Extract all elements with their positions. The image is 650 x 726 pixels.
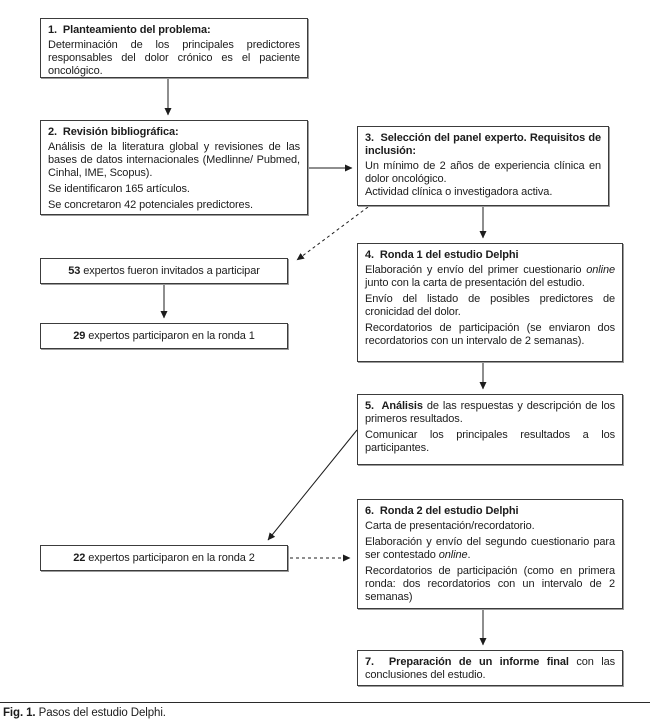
step-4-title: 4. Ronda 1 del estudio Delphi bbox=[365, 249, 519, 261]
flow-step-1-problem: 1. Planteamiento del problema: Determina… bbox=[40, 18, 308, 78]
flow-step-2-literature-review: 2. Revisión bibliográfica: Análisis de l… bbox=[40, 120, 308, 215]
step-6-p2-post: . bbox=[467, 549, 471, 561]
step-3-title: 3. Selección del panel experto. Requisit… bbox=[365, 132, 601, 157]
experts-round2-text: 22 expertos participaron en la ronda 2 bbox=[73, 552, 255, 565]
experts-invited-box: 53 expertos fueron invitados a participa… bbox=[40, 258, 288, 284]
step-2-paragraph-3: Se concretaron 42 potenciales predictore… bbox=[48, 199, 253, 211]
step-3-paragraph-2: Actividad clínica o investigadora activa… bbox=[365, 186, 553, 198]
step-2-paragraph-2: Se identificaron 165 artículos. bbox=[48, 183, 190, 195]
experts-round1-text: 29 expertos participaron en la ronda 1 bbox=[73, 330, 255, 343]
flow-step-6-delphi-round-2: 6. Ronda 2 del estudio Delphi Carta de p… bbox=[357, 499, 623, 609]
step-4-p1-online: online bbox=[586, 264, 615, 276]
step-6-paragraph-3: Recordatorios de participación (como en … bbox=[365, 565, 615, 603]
step-6-p2-pre: Elaboración y envío del segundo cuestion… bbox=[365, 536, 615, 561]
step-3-paragraph-1: Un mínimo de 2 años de experiencia clíni… bbox=[365, 160, 601, 185]
flow-step-4-delphi-round-1: 4. Ronda 1 del estudio Delphi Elaboració… bbox=[357, 243, 623, 362]
experts-invited-count: 53 bbox=[68, 264, 81, 277]
step-2-title: 2. Revisión bibliográfica: bbox=[48, 126, 179, 138]
step-4-paragraph-1: Elaboración y envío del primer cuestiona… bbox=[365, 264, 615, 290]
caption-divider bbox=[0, 702, 650, 703]
step-2-paragraph-1: Análisis de la literatura global y revis… bbox=[48, 141, 300, 179]
experts-round2-label: expertos participaron en la ronda 2 bbox=[85, 551, 255, 564]
step-6-title: 6. Ronda 2 del estudio Delphi bbox=[365, 505, 519, 517]
step-1-title: 1. Planteamiento del problema: bbox=[48, 24, 211, 36]
step-5-title-line: 5. Análisis de las respuestas y descripc… bbox=[365, 400, 615, 426]
flow-step-5-analysis: 5. Análisis de las respuestas y descripc… bbox=[357, 394, 623, 465]
step-7-text: 7. Preparación de un informe final con l… bbox=[365, 656, 615, 682]
step-1-body: Determinación de los principales predict… bbox=[48, 39, 300, 77]
step-4-p1-pre: Elaboración y envío del primer cuestiona… bbox=[365, 264, 587, 276]
figure-caption: Fig. 1. Pasos del estudio Delphi. bbox=[3, 707, 166, 719]
step-6-paragraph-1: Carta de presentación/recordatorio. bbox=[365, 520, 535, 532]
arrow-step5-to-round2 bbox=[267, 429, 358, 541]
arrow-step3-to-invited-dashed bbox=[296, 206, 369, 261]
experts-round1-box: 29 expertos participaron en la ronda 1 bbox=[40, 323, 288, 349]
figure-caption-label: Fig. 1. bbox=[3, 707, 36, 719]
step-5-title-rest: de las respuestas y descripción de los p… bbox=[365, 400, 615, 425]
step-5-paragraph-2: Comunicar los principales resultados a l… bbox=[365, 429, 615, 454]
step-5-title-bold: 5. Análisis bbox=[365, 400, 423, 412]
experts-invited-text: 53 expertos fueron invitados a participa… bbox=[68, 265, 260, 278]
experts-invited-label: expertos fueron invitados a participar bbox=[80, 264, 260, 277]
flow-step-3-expert-panel-selection: 3. Selección del panel experto. Requisit… bbox=[357, 126, 609, 206]
experts-round2-box: 22 expertos participaron en la ronda 2 bbox=[40, 545, 288, 571]
step-6-p2-online: online bbox=[438, 549, 468, 561]
step-7-title-bold: 7. Preparación de un informe final bbox=[365, 656, 569, 668]
step-4-p1-post: junto con la carta de presentación del e… bbox=[365, 277, 585, 289]
step-7-title-rest: con las conclusiones del estudio. bbox=[365, 656, 615, 681]
figure-caption-text: Pasos del estudio Delphi. bbox=[35, 707, 166, 719]
experts-round1-count: 29 bbox=[73, 329, 86, 342]
step-6-paragraph-2: Elaboración y envío del segundo cuestion… bbox=[365, 536, 615, 562]
step-4-paragraph-3: Recordatorios de participación (se envia… bbox=[365, 322, 615, 347]
step-4-paragraph-2: Envío del listado de posibles predictore… bbox=[365, 293, 615, 318]
experts-round2-count: 22 bbox=[73, 551, 86, 564]
flow-step-7-final-report: 7. Preparación de un informe final con l… bbox=[357, 650, 623, 686]
experts-round1-label: expertos participaron en la ronda 1 bbox=[85, 329, 255, 342]
